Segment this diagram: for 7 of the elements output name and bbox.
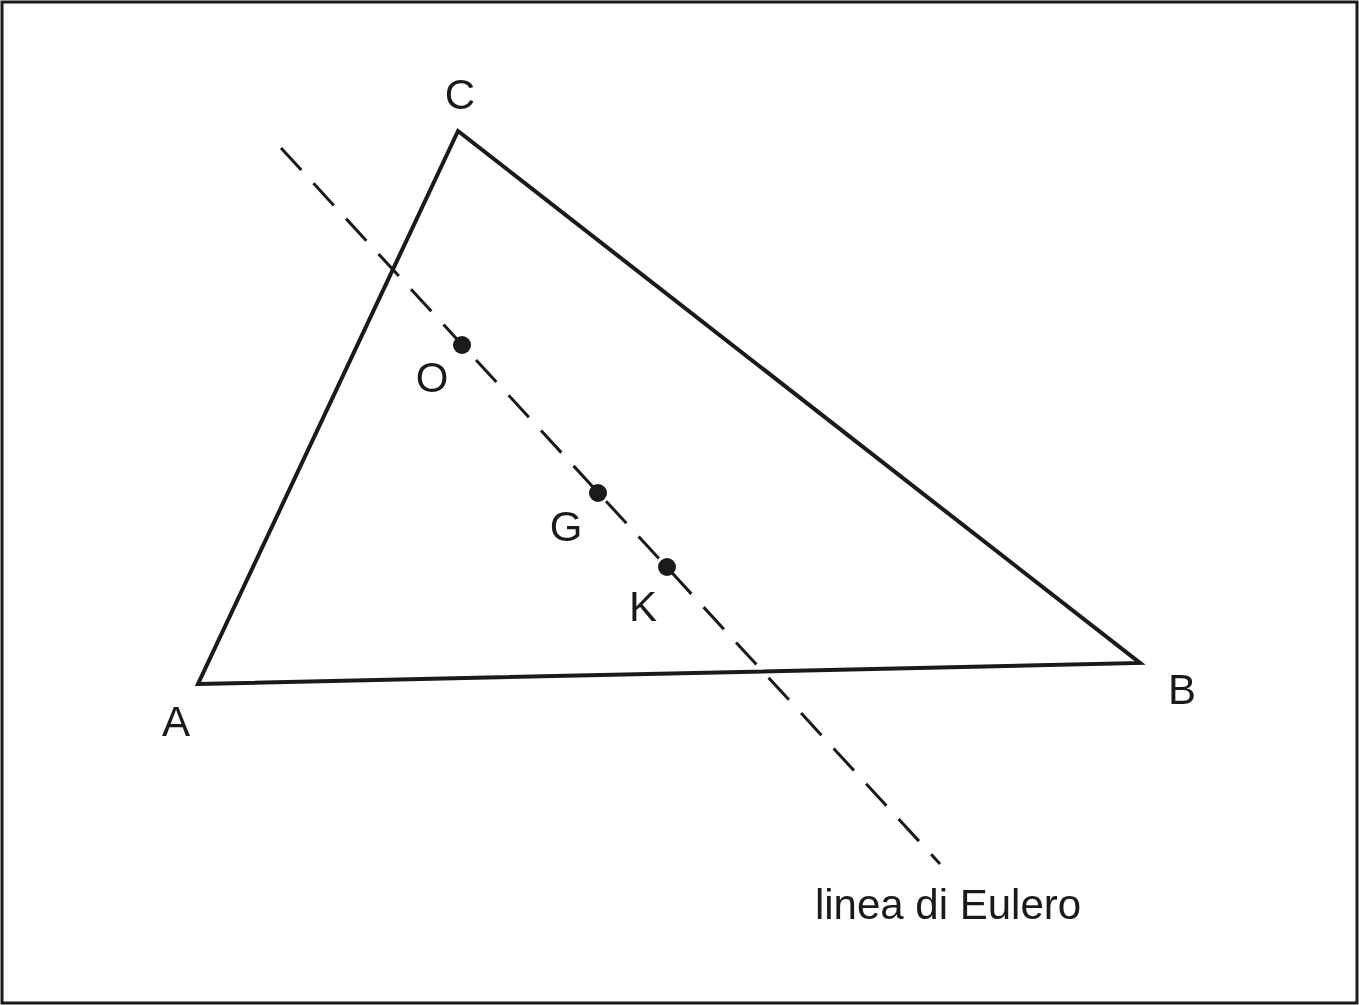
line-label: linea di Eulero: [814, 884, 1082, 926]
point-label: B: [1168, 669, 1196, 711]
point-label: A: [162, 701, 190, 743]
point-label: C: [444, 74, 476, 116]
point-label: G: [549, 506, 583, 548]
point-label: O: [415, 357, 449, 399]
point-label: K: [629, 586, 657, 628]
